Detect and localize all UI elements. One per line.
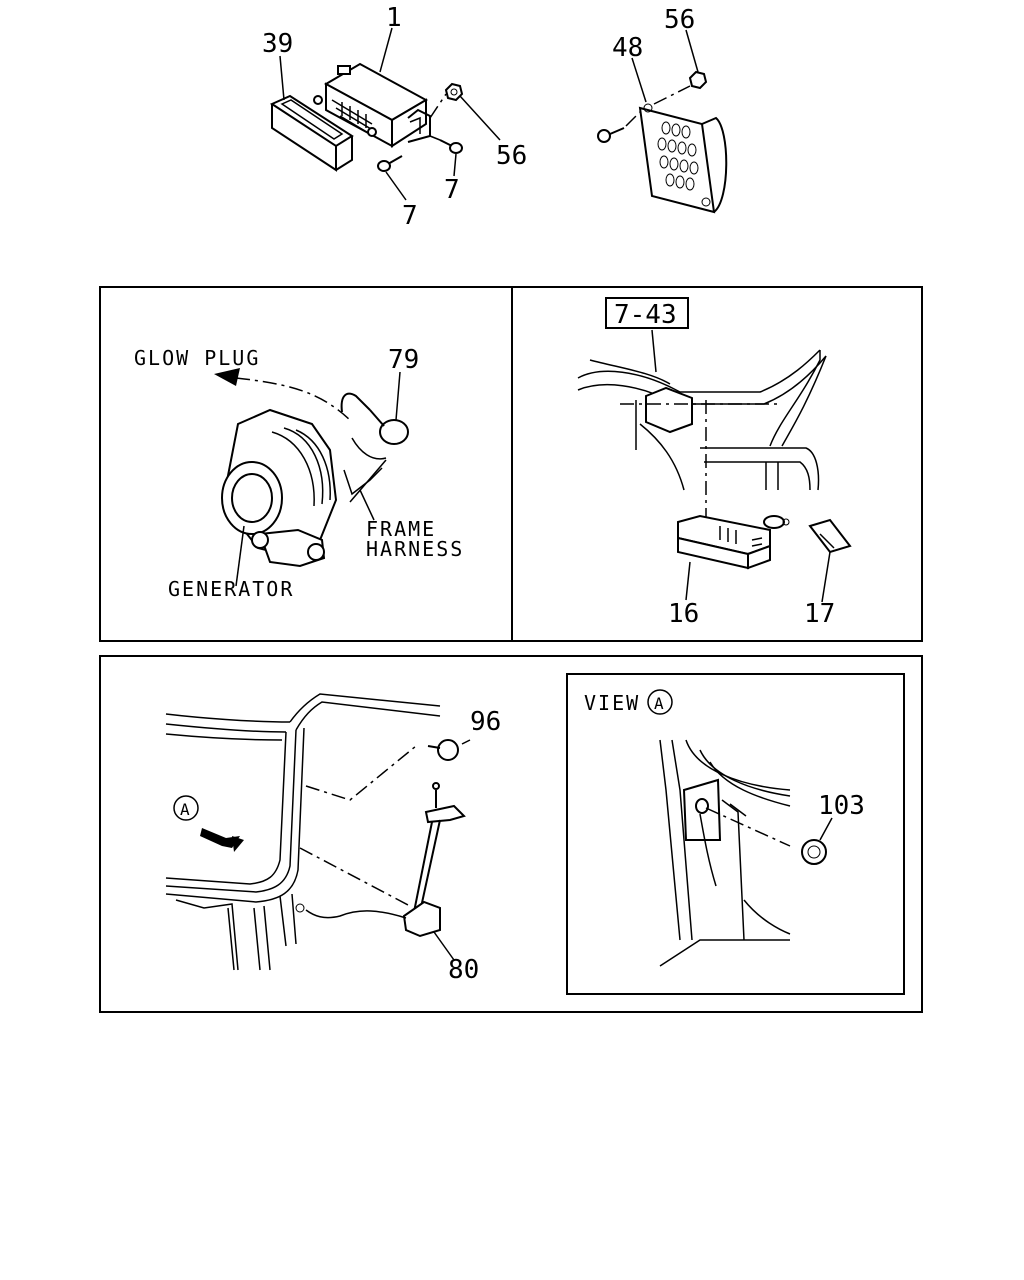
harness-connector-79 — [340, 392, 409, 503]
connector-plate-assembly: 56 48 — [597, 5, 728, 214]
pillar-structure — [659, 739, 791, 967]
screw-7-right — [439, 139, 463, 154]
callout-56: 56 — [664, 5, 695, 35]
view-circle-a: A — [654, 694, 664, 713]
callout-39: 39 — [262, 29, 293, 59]
nut-56-right — [688, 70, 708, 90]
circle-a-label: A — [180, 800, 190, 819]
generator-panel: GLOW PLUG 79 FRAME HARNESS GENERATOR — [134, 345, 464, 601]
grommet-103 — [801, 839, 827, 865]
nut-56-left — [444, 82, 464, 102]
callout-48: 48 — [612, 33, 643, 63]
clip-96 — [427, 739, 459, 761]
view-a-frame — [566, 673, 905, 995]
circle-a-arrow — [173, 795, 244, 852]
screw-16 — [763, 515, 790, 529]
relay-box-assembly: 1 39 56 7 7 — [262, 3, 527, 231]
callout-79: 79 — [388, 345, 419, 375]
label-harness: HARNESS — [366, 537, 464, 561]
callout-56: 56 — [496, 141, 527, 171]
label-frame: FRAME — [366, 517, 436, 541]
callout-1: 1 — [386, 3, 402, 33]
sensor-80 — [295, 782, 466, 938]
relay-16 — [677, 514, 771, 570]
reference-box-7-43 — [605, 297, 689, 329]
label-generator: GENERATOR — [168, 577, 294, 601]
connector-pin-grid — [657, 121, 699, 191]
panel-frame-bottom — [99, 655, 923, 1013]
relay-panel: 7-43 — [577, 297, 852, 629]
screw-7-left — [377, 155, 403, 172]
callout-7: 7 — [444, 175, 460, 205]
callout-80: 80 — [448, 955, 479, 985]
label-glow-plug: GLOW PLUG — [134, 346, 260, 370]
callout-17: 17 — [804, 599, 835, 629]
generator-body — [221, 408, 338, 568]
bracket-17 — [808, 518, 852, 554]
callout-7: 7 — [402, 201, 418, 231]
screw-48 — [597, 127, 625, 143]
relay-box-1 — [313, 62, 431, 148]
reference-7-43: 7-43 — [614, 300, 677, 330]
callout-16: 16 — [668, 599, 699, 629]
callout-103: 103 — [818, 791, 865, 821]
dashboard-frame — [577, 329, 827, 491]
glow-plug-arrow — [214, 368, 351, 421]
windshield-frame — [165, 693, 441, 971]
label-view: VIEW — [584, 691, 640, 715]
view-a-panel: VIEW A 103 — [566, 673, 905, 995]
cab-panel: A 96 80 — [165, 693, 501, 985]
callout-96: 96 — [470, 707, 501, 737]
